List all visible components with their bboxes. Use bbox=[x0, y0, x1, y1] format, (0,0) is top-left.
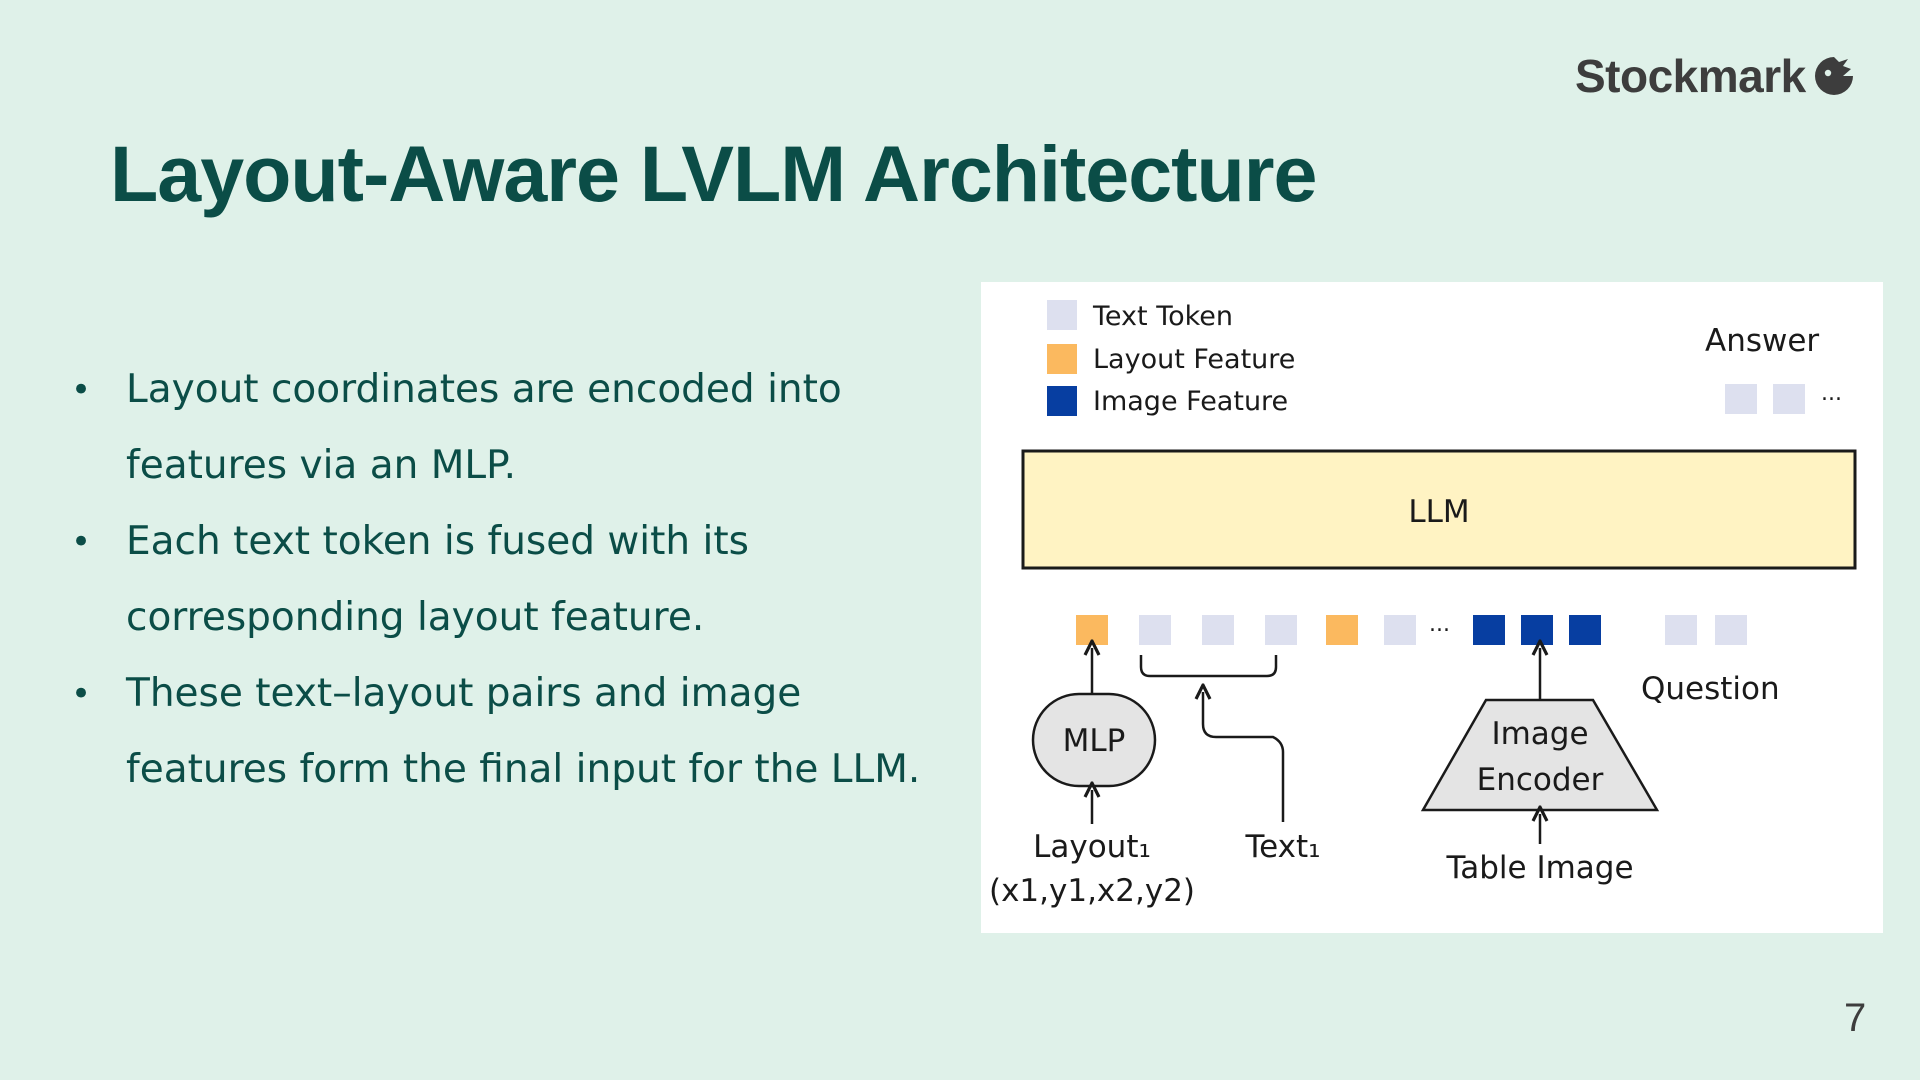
page-title: Layout-Aware LVLM Architecture bbox=[110, 129, 1317, 218]
bullet-list: • Layout coordinates are encoded into fe… bbox=[68, 352, 968, 808]
question-token bbox=[1665, 615, 1697, 645]
layout-feature-token bbox=[1076, 615, 1108, 645]
text-input-arrow bbox=[1203, 692, 1285, 822]
bullet-item: • Layout coordinates are encoded into fe… bbox=[68, 352, 968, 504]
layout-input-label: Layout₁ bbox=[1033, 829, 1151, 865]
layout-feature-token bbox=[1326, 615, 1358, 645]
mlp-label: MLP bbox=[1063, 723, 1126, 759]
brand-name: Stockmark bbox=[1575, 50, 1806, 102]
bullet-text: Layout coordinates are encoded into feat… bbox=[126, 367, 842, 488]
sequence-ellipsis: ... bbox=[1429, 612, 1450, 637]
bullet-marker: • bbox=[71, 370, 92, 410]
image-encoder-label-line2: Encoder bbox=[1477, 762, 1604, 798]
text-token bbox=[1384, 615, 1416, 645]
question-token bbox=[1715, 615, 1747, 645]
image-feature-token bbox=[1521, 615, 1553, 645]
text-branch: Text₁ bbox=[1139, 655, 1321, 865]
legend-image-feature-label: Image Feature bbox=[1093, 386, 1288, 417]
legend-layout-feature-label: Layout Feature bbox=[1093, 344, 1295, 375]
stockmark-logo-icon bbox=[1814, 57, 1853, 95]
text-input-label: Text₁ bbox=[1244, 829, 1320, 865]
text-token bbox=[1265, 615, 1297, 645]
bullet-item: • These text–layout pairs and image feat… bbox=[68, 656, 968, 808]
answer-ellipsis: ... bbox=[1821, 381, 1842, 406]
page-number: 7 bbox=[1844, 996, 1867, 1040]
bullet-item: • Each text token is fused with its corr… bbox=[68, 504, 968, 656]
text-token bbox=[1139, 615, 1171, 645]
answer-output: Answer ... bbox=[1705, 323, 1842, 414]
layout-coordinates-label: (x1,y1,x2,y2) bbox=[989, 873, 1195, 909]
image-encoder-label-line1: Image bbox=[1491, 716, 1588, 752]
image-feature-token bbox=[1473, 615, 1505, 645]
bullet-text: Each text token is fused with its corres… bbox=[126, 519, 749, 640]
question-label: Question bbox=[1641, 671, 1780, 707]
answer-label: Answer bbox=[1705, 323, 1819, 359]
text-token-brace bbox=[1139, 655, 1278, 678]
image-feature-token bbox=[1569, 615, 1601, 645]
image-encoder-box bbox=[1420, 698, 1660, 812]
stockmark-logo: Stockmark bbox=[1575, 48, 1856, 104]
legend-layout-feature-swatch bbox=[1047, 344, 1077, 374]
bullet-marker: • bbox=[71, 674, 92, 714]
table-image-label: Table Image bbox=[1445, 850, 1633, 886]
legend-image-feature-swatch bbox=[1047, 386, 1077, 416]
text-token bbox=[1202, 615, 1234, 645]
legend-text-token-label: Text Token bbox=[1092, 301, 1233, 332]
legend-text-token-swatch bbox=[1047, 300, 1077, 330]
answer-token bbox=[1725, 384, 1757, 414]
llm-label: LLM bbox=[1408, 494, 1469, 530]
answer-token bbox=[1773, 384, 1805, 414]
bullet-marker: • bbox=[71, 522, 92, 562]
architecture-diagram: Text Token Layout Feature Image Feature … bbox=[981, 282, 1883, 933]
diagram-canvas: Text Token Layout Feature Image Feature … bbox=[989, 300, 1857, 909]
legend: Text Token Layout Feature Image Feature bbox=[1047, 300, 1295, 417]
image-encoder-branch: Image Encoder Table Image bbox=[1420, 648, 1660, 886]
llm-box bbox=[1021, 449, 1857, 570]
mlp-branch: MLP Layout₁ (x1,y1,x2,y2) bbox=[989, 648, 1195, 909]
input-token-sequence: ... bbox=[1076, 612, 1747, 645]
llm-block: LLM bbox=[1021, 449, 1857, 570]
bullet-text: These text–layout pairs and image featur… bbox=[126, 671, 921, 792]
